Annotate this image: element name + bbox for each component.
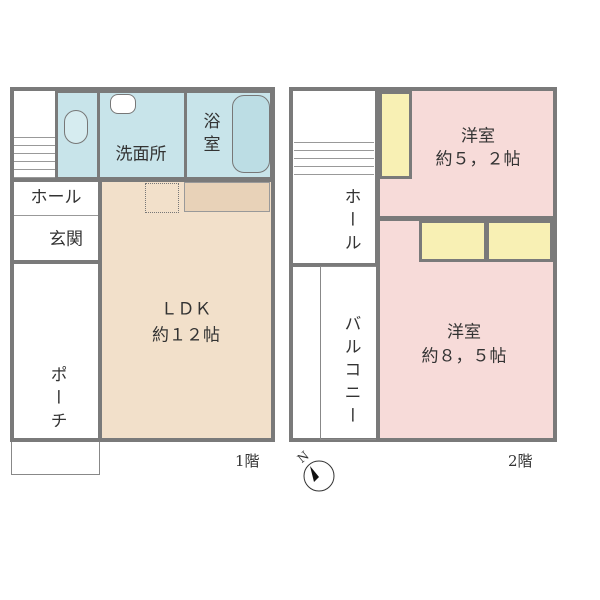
floor1-label: 1階: [235, 452, 260, 470]
north-compass-icon: N: [295, 448, 340, 494]
porch-label: ポーチ: [46, 365, 67, 435]
ldk-size: 約１２帖: [152, 325, 220, 346]
western2-name: 洋室: [447, 322, 481, 343]
fridge-space: [145, 183, 179, 213]
closet-3: [486, 220, 553, 262]
washroom-label: 洗面所: [115, 144, 167, 165]
kitchen-counter: [184, 182, 270, 212]
ldk-name: ＬＤＫ: [160, 299, 212, 320]
western1-size: 約５，２帖: [435, 149, 521, 170]
floor2-stairs: [294, 135, 374, 180]
closet-2: [419, 220, 487, 262]
floor2-label: 2階: [508, 452, 533, 470]
hall-divider: [14, 215, 98, 216]
entrance-label: 玄関: [49, 229, 83, 250]
western1-name: 洋室: [461, 126, 495, 147]
floor1-stairs: [14, 130, 55, 180]
balcony-label: バルコニー: [340, 314, 361, 430]
ldk-room: [98, 178, 275, 442]
sink-icon: [110, 94, 136, 114]
floor2-hall-label: ホール: [340, 187, 361, 257]
toilet-icon: [64, 110, 88, 144]
hall-label: ホール: [30, 187, 82, 208]
western2-size: 約８，５帖: [421, 346, 507, 367]
washroom: [97, 90, 187, 180]
bath-label: 浴室: [199, 112, 220, 158]
bathtub-icon: [232, 95, 270, 173]
closet-1: [379, 91, 412, 179]
